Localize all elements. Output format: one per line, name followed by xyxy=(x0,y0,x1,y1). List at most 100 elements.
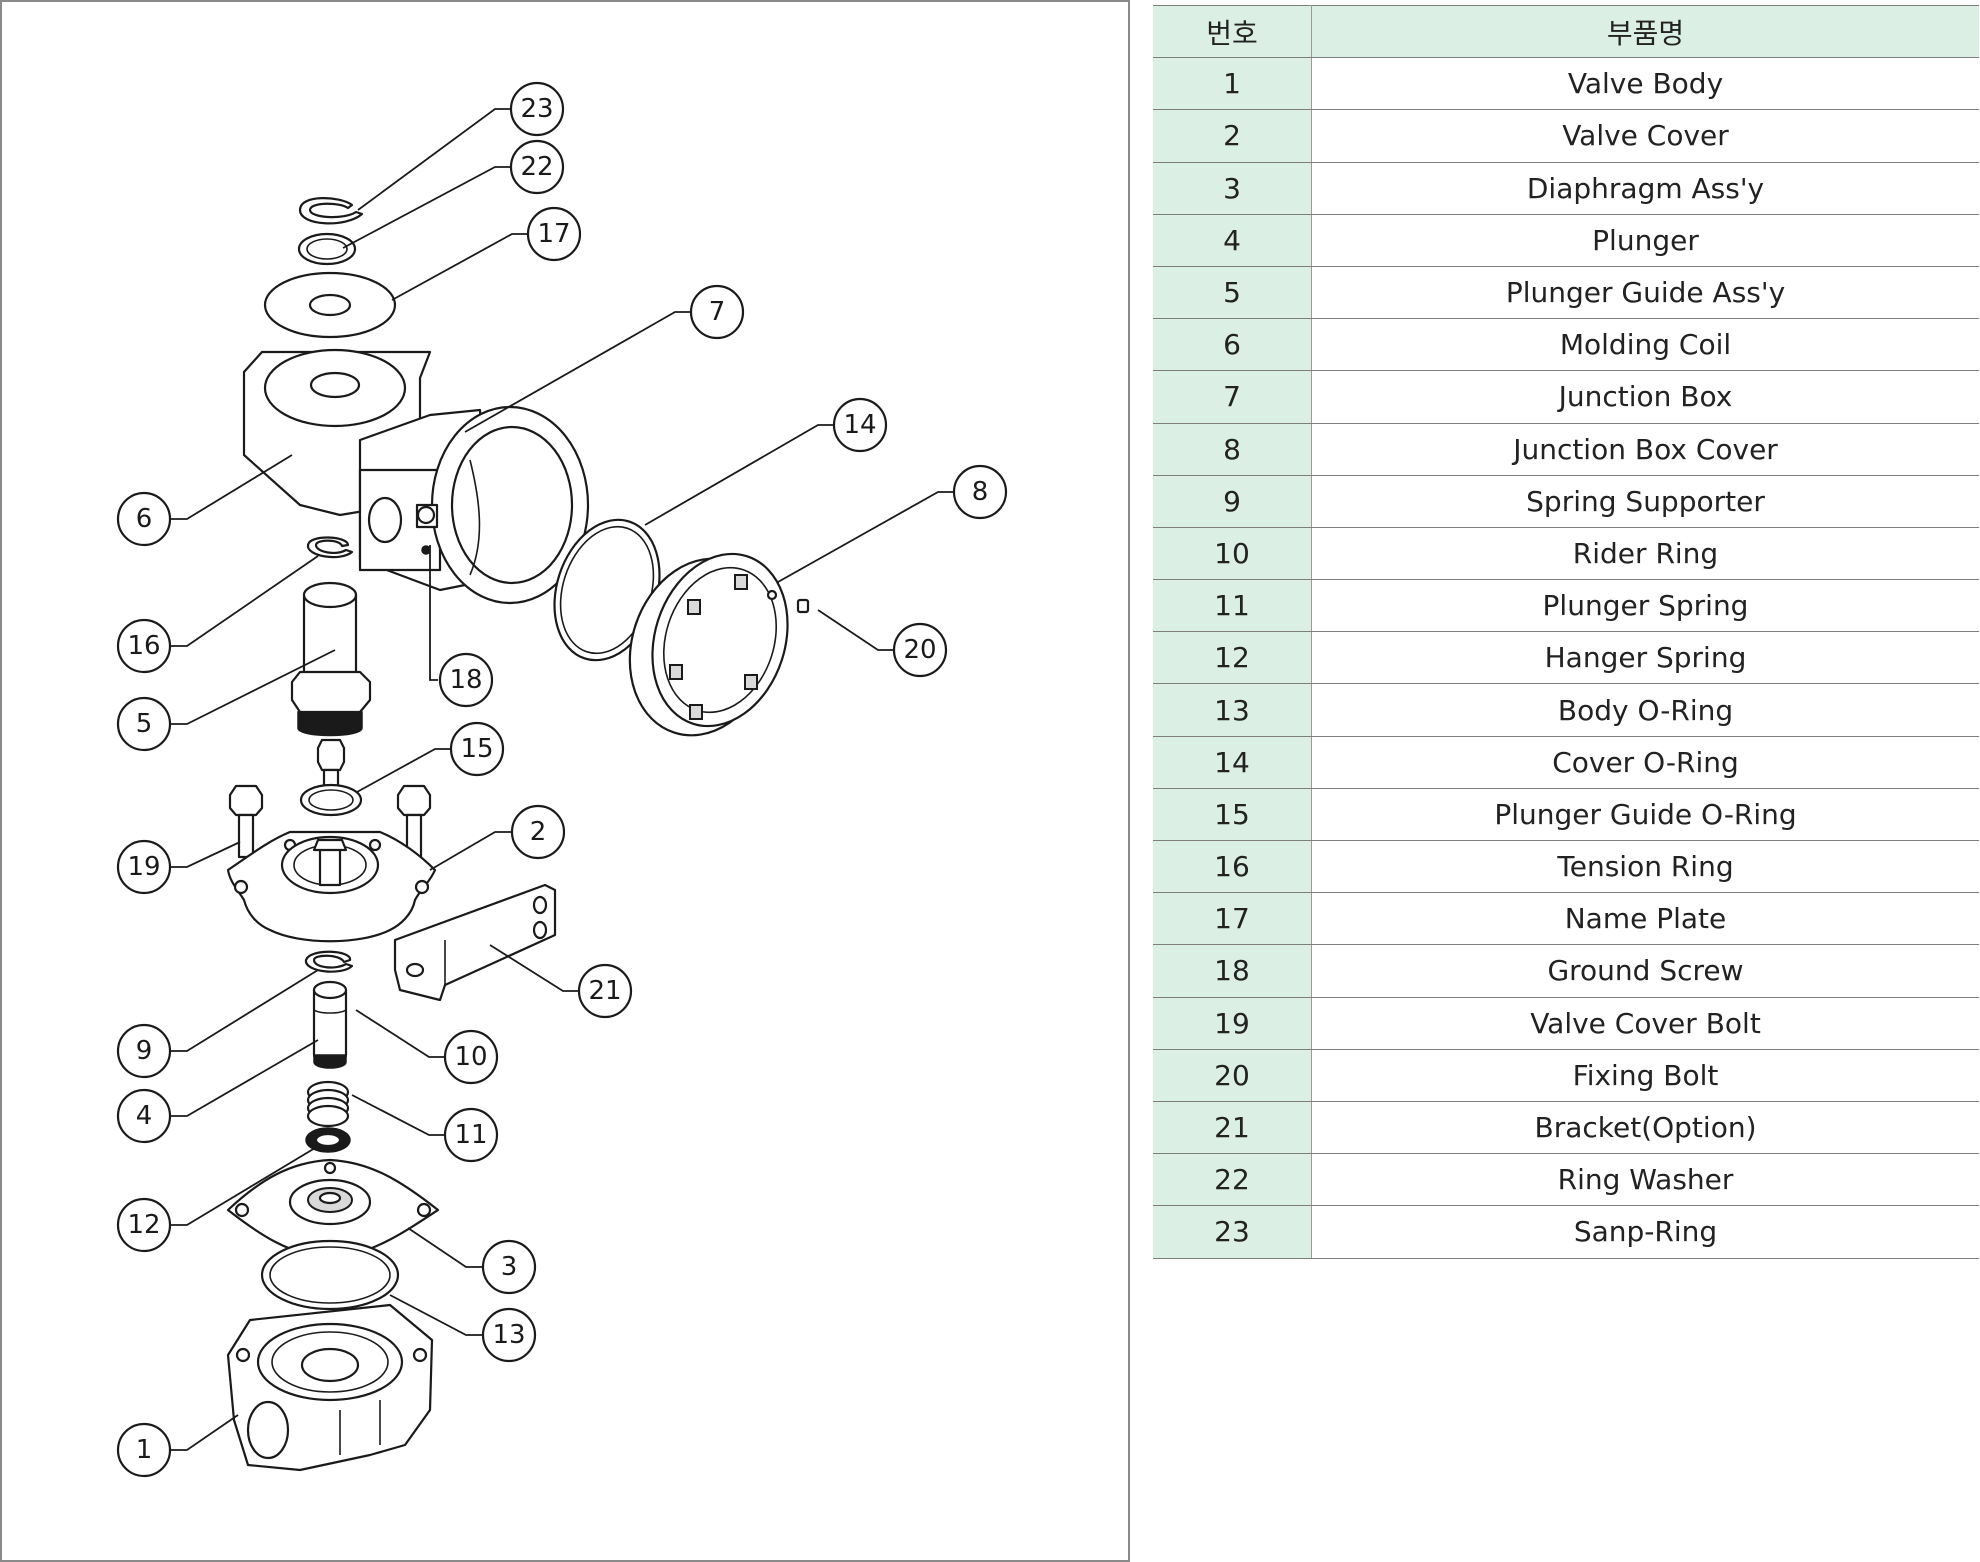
callout-15: 15 xyxy=(449,721,505,777)
hanger-spring-part xyxy=(305,1127,351,1153)
part-number-cell: 2 xyxy=(1153,109,1312,163)
svg-text:13: 13 xyxy=(492,1320,525,1350)
name-plate-part xyxy=(263,271,397,339)
part-name-cell: Plunger Guide Ass'y xyxy=(1311,266,1979,320)
callout-8: 8 xyxy=(952,464,1008,520)
callout-22: 22 xyxy=(509,139,565,195)
part-number-cell: 8 xyxy=(1153,423,1312,476)
svg-text:19: 19 xyxy=(127,852,160,882)
callout-6: 6 xyxy=(116,491,172,547)
part-number-cell: 20 xyxy=(1153,1049,1312,1102)
part-name-cell: Plunger Guide O-Ring xyxy=(1311,788,1979,842)
part-name-cell: Molding Coil xyxy=(1311,318,1979,372)
plunger-spring-part xyxy=(306,1080,350,1128)
svg-text:7: 7 xyxy=(709,297,726,327)
spring-supporter-part xyxy=(304,950,354,973)
header-number: 번호 xyxy=(1153,4,1312,59)
svg-text:17: 17 xyxy=(537,219,570,249)
plunger-guide-o-ring-part xyxy=(299,738,363,817)
table-header-row: 번호 부품명 xyxy=(1153,4,1979,59)
part-name-cell: Valve Cover xyxy=(1311,109,1979,163)
part-number-cell: 1 xyxy=(1153,57,1312,111)
header-part-name: 부품명 xyxy=(1311,4,1979,59)
callout-20: 20 xyxy=(892,622,948,678)
part-number-cell: 13 xyxy=(1153,683,1312,737)
part-name-cell: Ground Screw xyxy=(1311,944,1979,998)
svg-text:20: 20 xyxy=(903,635,936,665)
part-number-cell: 11 xyxy=(1153,579,1312,633)
part-number-cell: 6 xyxy=(1153,318,1312,372)
junction-box-part xyxy=(358,405,590,605)
svg-text:1: 1 xyxy=(136,1435,153,1465)
plunger-guide-part xyxy=(290,581,372,737)
part-name-cell: Valve Cover Bolt xyxy=(1311,997,1979,1050)
part-number-cell: 7 xyxy=(1153,370,1312,424)
svg-text:12: 12 xyxy=(127,1210,160,1240)
snap-ring-part xyxy=(298,197,364,225)
part-name-cell: Valve Body xyxy=(1311,57,1979,111)
svg-text:23: 23 xyxy=(520,94,553,124)
svg-text:21: 21 xyxy=(588,976,621,1006)
svg-text:6: 6 xyxy=(136,504,153,534)
callout-17: 17 xyxy=(526,206,582,262)
svg-text:18: 18 xyxy=(449,665,482,695)
part-number-cell: 10 xyxy=(1153,527,1312,581)
part-number-cell: 9 xyxy=(1153,475,1312,528)
svg-text:8: 8 xyxy=(972,477,989,507)
svg-text:14: 14 xyxy=(843,410,876,440)
junction-box-cover-part xyxy=(628,552,789,737)
svg-text:15: 15 xyxy=(460,734,493,764)
callout-4: 4 xyxy=(116,1088,172,1144)
part-number-cell: 19 xyxy=(1153,997,1312,1050)
part-number-cell: 22 xyxy=(1153,1153,1312,1207)
callout-2: 2 xyxy=(510,804,566,860)
callout-10: 10 xyxy=(443,1029,499,1085)
valve-cover-part xyxy=(226,830,437,943)
part-name-cell: Junction Box Cover xyxy=(1311,423,1979,476)
part-name-cell: Hanger Spring xyxy=(1311,631,1979,685)
diaphragm-part xyxy=(226,1158,440,1260)
svg-text:5: 5 xyxy=(136,709,153,739)
bracket-part xyxy=(393,883,557,1002)
callout-19: 19 xyxy=(116,839,172,895)
part-name-cell: Spring Supporter xyxy=(1311,475,1979,528)
svg-text:3: 3 xyxy=(501,1252,518,1282)
part-name-cell: Plunger xyxy=(1311,214,1979,267)
callout-1: 1 xyxy=(116,1422,172,1478)
valve-cover-bolt-left xyxy=(228,784,264,859)
callout-23: 23 xyxy=(509,81,565,137)
svg-text:2: 2 xyxy=(530,817,547,847)
part-name-cell: Tension Ring xyxy=(1311,840,1979,894)
callout-21: 21 xyxy=(577,963,633,1019)
part-name-cell: Rider Ring xyxy=(1311,527,1979,581)
svg-text:22: 22 xyxy=(520,152,553,182)
svg-text:9: 9 xyxy=(136,1036,153,1066)
callout-18: 18 xyxy=(438,652,494,708)
svg-text:16: 16 xyxy=(127,631,160,661)
part-name-cell: Cover O-Ring xyxy=(1311,736,1979,789)
leader-lines xyxy=(170,108,955,1451)
body-o-ring-part xyxy=(260,1239,400,1311)
callout-12: 12 xyxy=(116,1197,172,1253)
ring-washer-part xyxy=(297,232,357,266)
callout-9: 9 xyxy=(116,1023,172,1079)
part-name-cell: Ring Washer xyxy=(1311,1153,1979,1207)
callout-11: 11 xyxy=(443,1107,499,1163)
